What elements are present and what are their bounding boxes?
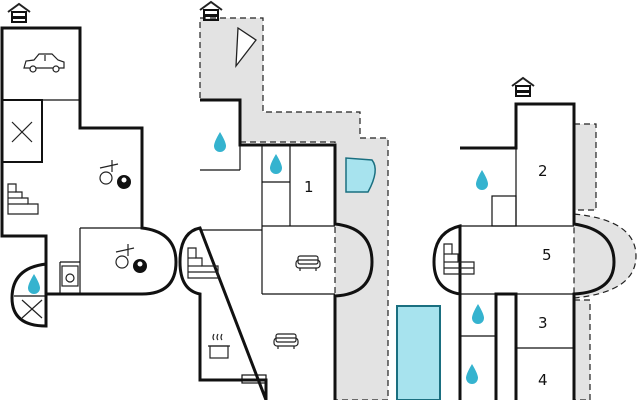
floor-middle: 1 [178,98,376,400]
water-drop-icon [476,170,488,190]
floor-left [0,26,178,328]
radiator [241,374,267,384]
pool-table-icon [99,160,131,189]
terrace-right-lower [573,299,591,400]
entrance-house-icon [511,76,535,97]
sofa-icon [295,255,321,271]
terrace-wedge [235,26,257,69]
water-drop-icon [472,304,484,324]
pool-table-icon [115,244,147,273]
room-number-3: 3 [538,314,548,332]
sofa-icon [273,333,299,349]
room-number-4: 4 [538,371,548,389]
room-number-1: 1 [304,178,314,196]
floor-left-bay [10,262,48,328]
washing-machine-icon [61,265,79,287]
storage-room [1,99,43,163]
water-drop-icon [28,274,40,294]
kitchen-pot-icon [208,333,230,359]
bay-cross [21,299,43,319]
water-drop-icon [466,364,478,384]
entrance-house-icon [7,2,31,23]
floor-left-outer-wall [0,26,178,296]
stairs-icon [187,247,219,279]
floor-right: 2 5 3 4 [432,102,616,400]
car-icon [23,53,65,73]
room-number-2: 2 [538,162,548,180]
floor-middle-outer-wall [178,98,374,400]
entrance-house-icon [199,0,223,21]
terrace-right-round [573,213,637,299]
stairs-icon [7,183,39,215]
terrace-right [573,123,597,211]
door-swing-icon [345,157,376,193]
water-drop-icon [270,154,282,174]
terrace-middle-top [199,17,389,400]
room-number-5: 5 [542,246,552,264]
pool [396,305,441,400]
stairs-icon [443,243,475,275]
water-drop-icon [214,132,226,152]
closet [491,195,517,227]
storage-cross [11,121,33,143]
